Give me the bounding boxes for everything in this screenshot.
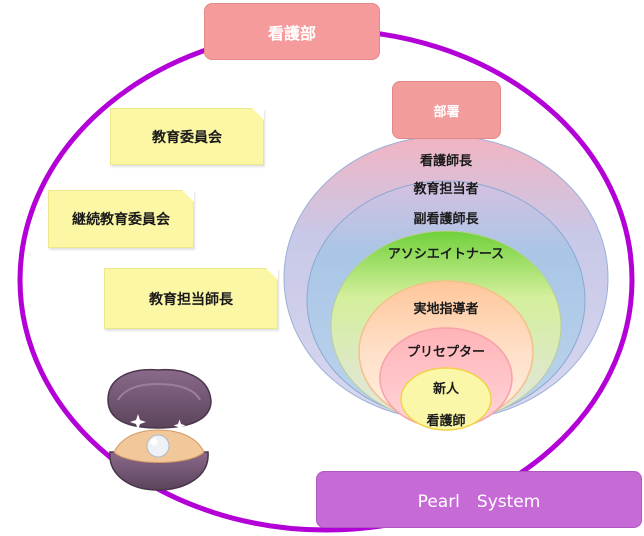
label-associate-nurse: アソシエイトナース xyxy=(387,247,505,262)
label-new-nurse-line2: 看護師 xyxy=(426,414,466,429)
note-education-committee: 教育委員会 xyxy=(110,108,264,165)
dept-box: 部署 xyxy=(392,81,501,139)
label-head-nurse: 看護師長 xyxy=(419,154,472,169)
dept-label: 部署 xyxy=(433,104,460,120)
header-title: 看護部 xyxy=(267,23,316,43)
pearl-system-label: Pearl System xyxy=(417,492,541,512)
note-education-committee-label: 教育委員会 xyxy=(152,129,222,146)
pearl-system-box: Pearl System xyxy=(316,471,642,528)
note-continuing-education-committee: 継続教育委員会 xyxy=(48,190,194,248)
label-deputy-head-nurse: 副看護師長 xyxy=(413,212,479,227)
circle-new-nurse xyxy=(400,367,492,431)
note-education-charge-head: 教育担当師長 xyxy=(104,268,278,329)
label-new-nurse-line1: 新人 xyxy=(432,382,459,397)
note-continuing-education-committee-label: 継続教育委員会 xyxy=(72,212,170,228)
label-education-lead: 教育担当者 xyxy=(413,182,479,197)
pearl-oyster-icon xyxy=(107,368,212,491)
label-clinical-instructor: 実地指導者 xyxy=(413,302,479,317)
label-preceptor: プリセプター xyxy=(406,345,485,360)
header-box: 看護部 xyxy=(204,3,380,60)
note-education-charge-head-label: 教育担当師長 xyxy=(149,291,233,308)
